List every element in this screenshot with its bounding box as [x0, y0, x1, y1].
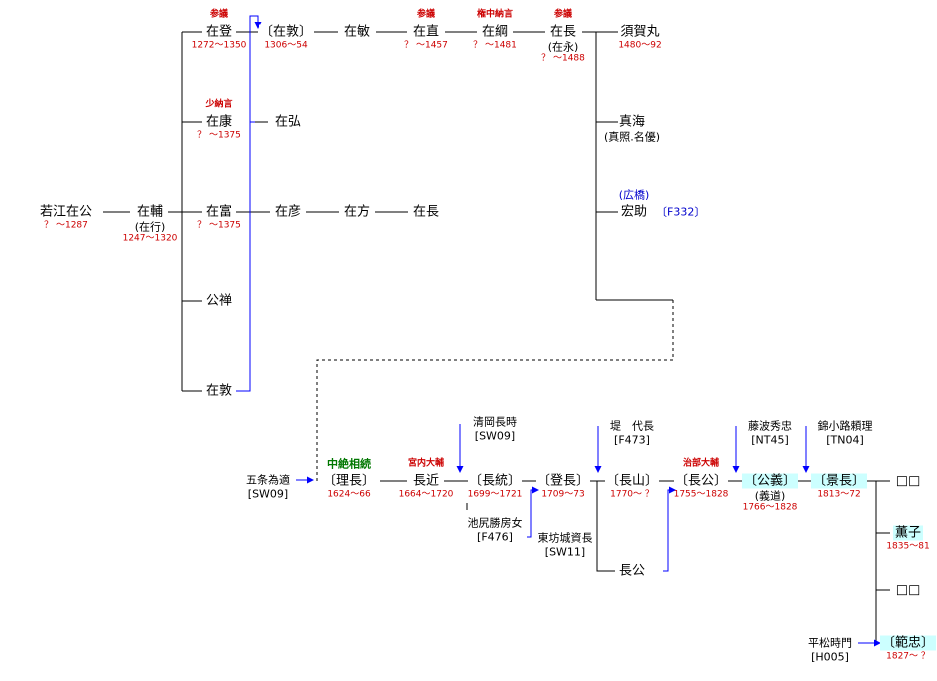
- person-name[interactable]: 〔長山〕: [604, 473, 660, 489]
- person-title: 権中納言: [476, 9, 514, 20]
- person-name[interactable]: 在直: [411, 24, 441, 40]
- person-name[interactable]: 在敏: [342, 24, 372, 40]
- external-person-name[interactable]: 東坊城資長: [537, 531, 593, 545]
- person-alias: (義道): [754, 489, 786, 503]
- person-name[interactable]: 〔登長〕: [535, 473, 591, 489]
- external-reference: [F473]: [614, 433, 650, 447]
- person-name[interactable]: 〔長公〕: [673, 473, 729, 489]
- person-alias: (在行): [134, 220, 166, 234]
- person-title: (広橋): [618, 188, 650, 202]
- external-person-name[interactable]: 藤波秀忠: [748, 419, 792, 433]
- person-alias: (真照.名優): [603, 130, 661, 144]
- person-name[interactable]: 〔長統〕: [467, 473, 523, 489]
- person-name[interactable]: 在登: [204, 24, 234, 40]
- person-name[interactable]: 長公: [617, 563, 647, 579]
- person-name[interactable]: 在長: [548, 24, 578, 40]
- person-dates: ？ ～1457: [404, 40, 448, 51]
- person-name[interactable]: 〔理長〕: [321, 473, 377, 489]
- person-name[interactable]: 真海: [617, 114, 647, 130]
- person-name[interactable]: 宏助: [619, 204, 649, 220]
- person-dates: 1755～1828: [673, 489, 729, 500]
- person-dates: ？ ～1287: [44, 220, 88, 231]
- external-reference: [SW09]: [247, 487, 289, 501]
- person-title: 参議: [209, 9, 229, 20]
- external-reference: [TN04]: [826, 433, 864, 447]
- person-name[interactable]: □□: [894, 473, 922, 489]
- person-dates: 1664～1720: [398, 489, 454, 500]
- external-reference: [H005]: [811, 650, 849, 664]
- external-reference: [F476]: [477, 530, 513, 544]
- person-dates: 1835～81: [886, 541, 930, 552]
- person-title: 少納言: [205, 99, 233, 110]
- external-reference: [SW11]: [544, 545, 586, 559]
- person-dates: 1827～ ？: [886, 651, 930, 662]
- person-alias: (在永): [547, 40, 579, 54]
- person-name[interactable]: 在綱: [480, 24, 510, 40]
- external-person-name[interactable]: 五条為適: [246, 473, 290, 487]
- person-name[interactable]: 在敦: [204, 383, 234, 399]
- person-title: 参議: [416, 9, 436, 20]
- person-reference: 〔F332〕: [656, 205, 706, 219]
- person-name[interactable]: 須賀丸: [619, 24, 661, 40]
- person-name[interactable]: 在彦: [273, 204, 303, 220]
- person-name[interactable]: 〔景長〕: [810, 473, 868, 489]
- person-name[interactable]: 〔範忠〕: [879, 635, 937, 651]
- person-title: 治部大輔: [682, 458, 720, 469]
- person-name[interactable]: 長近: [411, 473, 441, 489]
- person-dates: 1624～66: [327, 489, 371, 500]
- person-dates: 1699～1721: [467, 489, 523, 500]
- person-name[interactable]: 若江在公: [38, 204, 94, 220]
- person-name[interactable]: 在方: [342, 204, 372, 220]
- person-name[interactable]: 〔公義〕: [741, 473, 799, 489]
- person-name[interactable]: □□: [894, 582, 922, 598]
- external-reference: [NT45]: [751, 433, 789, 447]
- person-title: 宮内大輔: [407, 458, 445, 469]
- person-name[interactable]: 薫子: [892, 525, 924, 541]
- person-name[interactable]: 在長: [411, 204, 441, 220]
- person-title: 中絶相続: [327, 457, 371, 471]
- person-dates: 1766～1828: [742, 502, 798, 513]
- person-dates: 1272～1350: [191, 40, 247, 51]
- person-dates: ？ ～1375: [197, 220, 241, 231]
- external-reference: [SW09]: [474, 429, 516, 443]
- external-person-name[interactable]: 清岡長時: [473, 415, 517, 429]
- person-dates: 1480～92: [618, 40, 662, 51]
- external-person-name[interactable]: 堤 代長: [610, 419, 654, 433]
- person-dates: 1709～73: [541, 489, 585, 500]
- person-name[interactable]: 在康: [204, 114, 234, 130]
- person-title: 参議: [553, 9, 573, 20]
- external-person-name[interactable]: 錦小路頼理: [817, 419, 873, 433]
- person-name[interactable]: 公禅: [204, 293, 234, 309]
- person-dates: 1247～1320: [122, 233, 178, 244]
- person-dates: 1306～54: [264, 40, 308, 51]
- person-name[interactable]: 在弘: [273, 114, 303, 130]
- person-name[interactable]: 在富: [204, 204, 234, 220]
- person-dates: ？ ～1481: [473, 40, 517, 51]
- person-name[interactable]: 在輔: [135, 204, 165, 220]
- person-dates: ？ ～1375: [197, 130, 241, 141]
- person-dates: ？ ～1488: [541, 53, 585, 64]
- person-dates: 1813～72: [817, 489, 861, 500]
- external-person-name[interactable]: 池尻勝房女: [467, 516, 523, 530]
- person-name[interactable]: 〔在敦〕: [258, 24, 314, 40]
- person-dates: 1770～ ？: [610, 489, 654, 500]
- external-person-name[interactable]: 平松時門: [808, 636, 852, 650]
